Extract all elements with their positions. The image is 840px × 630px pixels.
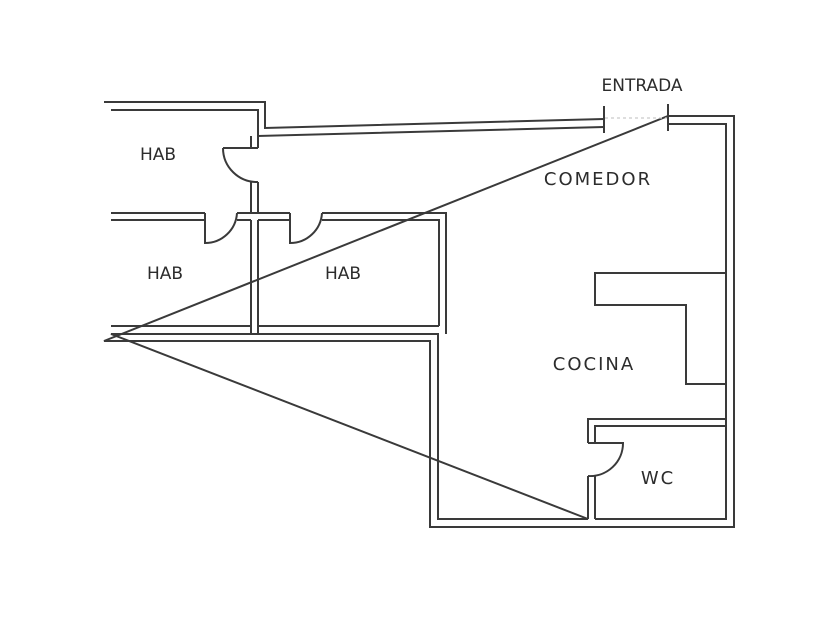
- door-hab-bottom-left[interactable]: [204, 212, 238, 245]
- label-hab-top: HAB: [140, 145, 176, 165]
- label-comedor: COMEDOR: [544, 169, 652, 190]
- label-hab-bottom-middle: HAB: [325, 264, 361, 284]
- outer-wall-inner-line: [110, 109, 727, 520]
- door-wc[interactable]: [587, 442, 625, 478]
- hab-top-bottom-wall: [111, 212, 447, 334]
- wc-walls: [587, 418, 726, 519]
- outer-wall-outer-line: [103, 101, 735, 528]
- kitchen-counter: [594, 272, 726, 385]
- label-cocina: COCINA: [553, 354, 635, 375]
- label-wc: WC: [641, 468, 675, 489]
- door-hab-middle[interactable]: [289, 212, 323, 245]
- entrance[interactable]: [603, 104, 669, 133]
- hab-top-right-wall: [250, 136, 259, 213]
- door-hab-top[interactable]: [222, 147, 259, 184]
- hab-partition-wall: [250, 220, 259, 334]
- label-hab-bottom-left: HAB: [147, 264, 183, 284]
- label-entrada: ENTRADA: [601, 76, 682, 96]
